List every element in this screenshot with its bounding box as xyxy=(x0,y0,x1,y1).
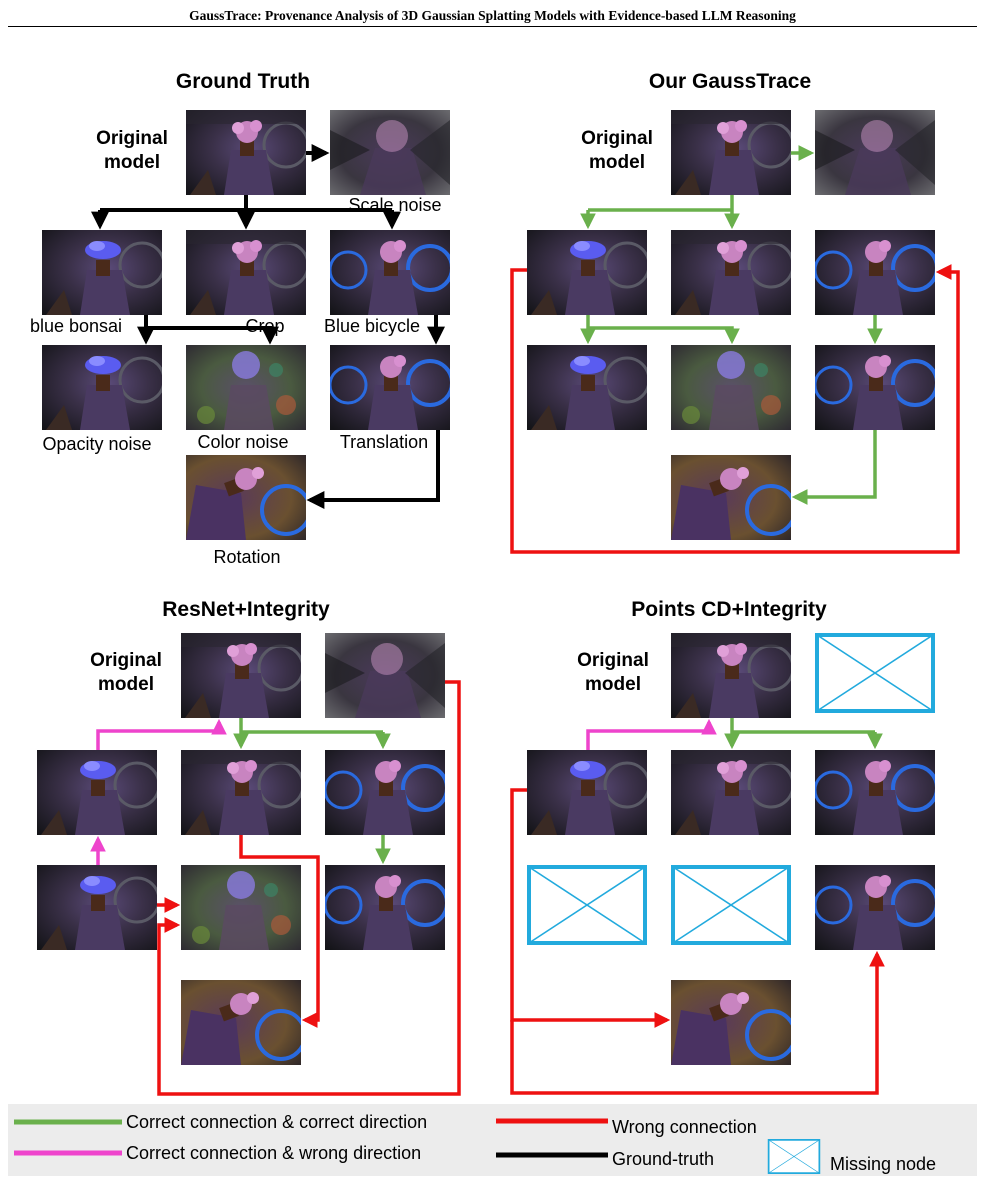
page-header: GaussTrace: Provenance Analysis of 3D Ga… xyxy=(0,0,985,30)
legend-label-wrong-connection: Wrong connection xyxy=(612,1117,757,1137)
node-crop xyxy=(671,750,791,835)
panel-gausstrace: Our GaussTrace Original model xyxy=(510,70,960,554)
arrow-pink-original xyxy=(586,718,717,750)
resnet-red-arrows xyxy=(157,680,461,1096)
points-cd-green-arrows xyxy=(724,718,883,750)
arrow-color xyxy=(588,326,740,345)
node-scale-noise xyxy=(330,110,450,195)
arrow-wrong-crop-rotation xyxy=(239,835,320,1028)
node-rotation xyxy=(671,980,791,1065)
points-cd-pink-arrows xyxy=(586,718,717,750)
node-scale-noise xyxy=(815,110,935,195)
node-blue-bicycle xyxy=(815,750,935,835)
legend-label-missing-node: Missing node xyxy=(830,1154,936,1174)
original-label-line1: Original xyxy=(581,128,653,149)
label-blue-bicycle: Blue bicycle xyxy=(324,316,420,336)
node-blue-bicycle xyxy=(325,750,445,835)
node-original xyxy=(671,110,791,195)
legend-swatch-missing-node xyxy=(767,1139,821,1174)
node-blue-bonsai xyxy=(42,230,162,315)
node-crop xyxy=(181,750,301,835)
gausstrace-red-arrows xyxy=(510,264,960,554)
node-original xyxy=(186,110,306,195)
arrow-wrong-scale-color xyxy=(157,680,461,1096)
node-missing-opacity-noise xyxy=(527,865,647,945)
node-blue-bonsai xyxy=(37,750,157,835)
node-opacity-noise xyxy=(37,865,157,950)
node-original xyxy=(671,633,791,718)
node-crop xyxy=(671,230,791,315)
panel-title-points-cd: Points CD+Integrity xyxy=(631,598,827,621)
gausstrace-green-arrows xyxy=(580,145,883,505)
arrow-pink-original xyxy=(96,718,227,750)
node-rotation xyxy=(181,980,301,1065)
node-scale-noise xyxy=(325,633,445,718)
legend-label-correct-direction: Correct connection & correct direction xyxy=(126,1112,427,1132)
node-translation xyxy=(815,345,935,430)
label-crop: Crop xyxy=(245,316,284,336)
arrow-wrong-bonsai-rotation xyxy=(510,788,671,1028)
node-color-noise xyxy=(671,345,791,430)
node-translation xyxy=(325,865,445,950)
resnet-pink-arrows xyxy=(90,718,227,865)
arrow-wrong-bicycle xyxy=(510,264,960,554)
panel-ground-truth: Ground Truth Original model Scale noise … xyxy=(30,70,450,567)
panel-resnet: ResNet+Integrity Original model xyxy=(37,598,461,1096)
node-translation xyxy=(330,345,450,430)
label-scale-noise: Scale noise xyxy=(348,195,441,215)
node-blue-bicycle xyxy=(330,230,450,315)
panel-title-ground-truth: Ground Truth xyxy=(176,70,310,93)
gt-arrow-rotation xyxy=(306,430,440,509)
legend: Correct connection & correct direction W… xyxy=(14,1112,936,1174)
original-label-line2: model xyxy=(589,152,645,173)
original-label-line2: model xyxy=(104,152,160,173)
panel-title-gausstrace: Our GaussTrace xyxy=(649,70,811,93)
gt-arrows xyxy=(91,144,445,509)
panel-points-cd: Points CD+Integrity Original model xyxy=(510,598,935,1095)
node-blue-bonsai xyxy=(527,230,647,315)
original-label-line2: model xyxy=(585,674,641,695)
legend-label-ground-truth: Ground-truth xyxy=(612,1149,714,1169)
label-opacity-noise: Opacity noise xyxy=(42,434,151,454)
header-title: GaussTrace: Provenance Analysis of 3D Ga… xyxy=(189,8,796,23)
original-label-line1: Original xyxy=(90,650,162,671)
node-missing-scale-noise xyxy=(815,633,935,713)
node-original xyxy=(181,633,301,718)
original-label-line1: Original xyxy=(96,128,168,149)
legend-label-wrong-direction: Correct connection & wrong direction xyxy=(126,1143,421,1163)
node-translation xyxy=(815,865,935,950)
label-color-noise: Color noise xyxy=(197,432,288,452)
header-rule xyxy=(8,26,977,27)
node-crop xyxy=(186,230,306,315)
node-rotation xyxy=(186,455,306,540)
points-cd-red-arrows xyxy=(510,788,885,1095)
label-blue-bonsai: blue bonsai xyxy=(30,316,122,336)
node-opacity-noise xyxy=(527,345,647,430)
panel-title-resnet: ResNet+Integrity xyxy=(162,598,330,621)
node-blue-bicycle xyxy=(815,230,935,315)
label-translation: Translation xyxy=(340,432,428,452)
node-color-noise xyxy=(186,345,306,430)
arrow-wrong-bonsai-translation xyxy=(510,950,885,1095)
label-rotation: Rotation xyxy=(213,547,280,567)
node-rotation xyxy=(671,455,791,540)
arrow-rotation xyxy=(791,430,877,505)
resnet-green-arrows xyxy=(233,718,391,865)
original-label-line1: Original xyxy=(577,650,649,671)
node-missing-color-noise xyxy=(671,865,791,945)
gt-arrow-color xyxy=(146,326,279,345)
node-blue-bonsai xyxy=(527,750,647,835)
original-label-line2: model xyxy=(98,674,154,695)
node-opacity-noise xyxy=(42,345,162,430)
node-color-noise xyxy=(181,865,301,950)
